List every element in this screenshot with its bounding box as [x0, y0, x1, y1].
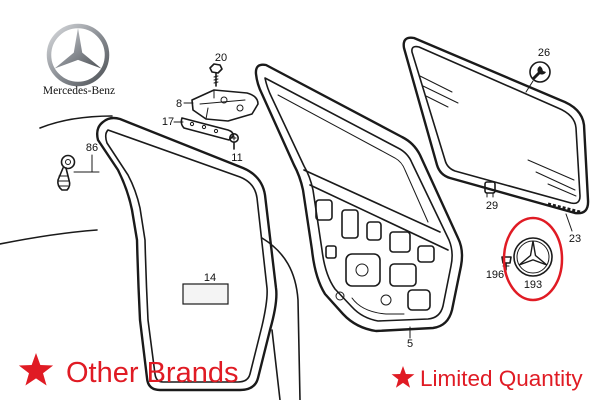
rear-window-glass: [402, 36, 590, 215]
leader-line: [73, 154, 100, 173]
callout-14: 14: [204, 272, 216, 284]
leader-line: [525, 80, 534, 93]
wrench-icon: [529, 61, 551, 83]
mercedes-star-logo: [46, 23, 110, 87]
star-icon: [391, 366, 415, 388]
callout-17: 17: [162, 116, 174, 128]
callout-26: 26: [538, 47, 550, 59]
callout-196: 196: [486, 269, 504, 281]
callout-5: 5: [407, 338, 413, 350]
star-icon: [18, 353, 54, 386]
brand-name: Mercedes-Benz: [43, 85, 115, 97]
limited-quantity-label: Limited Quantity: [420, 366, 583, 391]
hinge-part: [191, 89, 259, 122]
callout-11: 11: [231, 152, 242, 164]
other-brands-label: Other Brands: [66, 357, 238, 389]
callout-23: 23: [569, 233, 581, 245]
callout-20: 20: [215, 52, 227, 64]
leader-line: [565, 213, 573, 232]
clip-part: [57, 154, 76, 191]
mercedes-star-emblem: [514, 237, 552, 277]
callout-29: 29: [486, 200, 498, 212]
bolt-part: [209, 63, 223, 87]
callout-193: 193: [524, 279, 542, 291]
highlight-ellipse: [502, 216, 564, 302]
callout-8: 8: [176, 98, 182, 110]
body-outline: [0, 115, 301, 400]
callout-86: 86: [86, 142, 98, 154]
label-sticker: [182, 283, 229, 305]
door-seal: [95, 116, 278, 392]
clip-part: [484, 181, 496, 198]
rear-door-panel: [254, 63, 464, 333]
screw-part: [229, 133, 240, 150]
